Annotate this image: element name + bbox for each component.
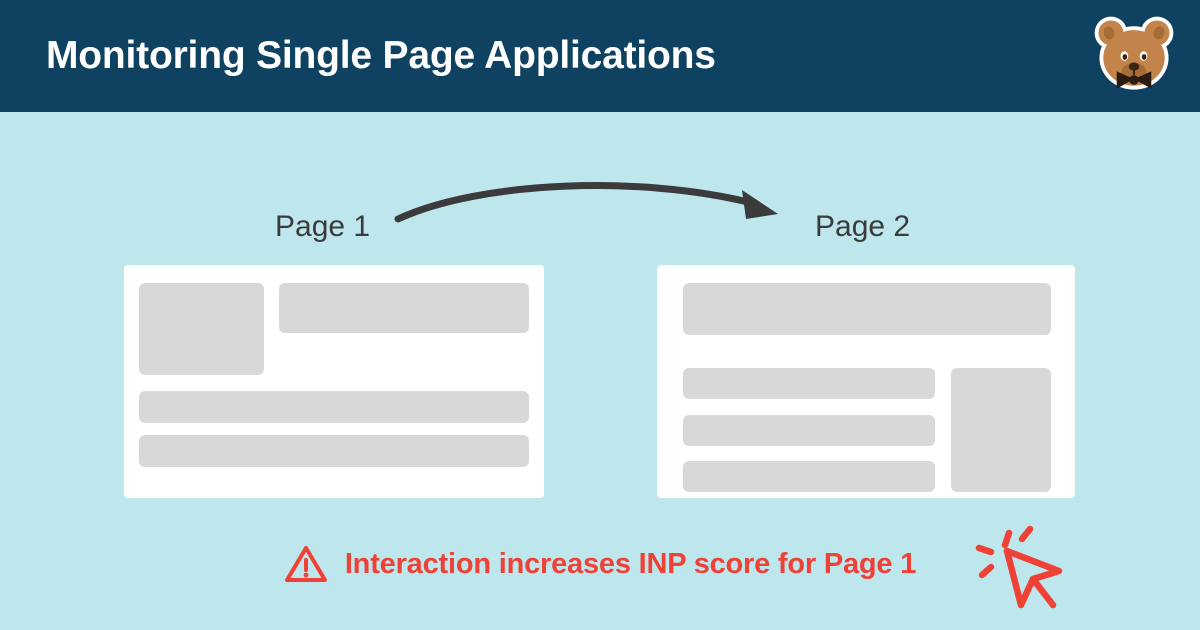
page-1-card[interactable]	[124, 265, 544, 498]
placeholder-row-1	[139, 391, 529, 423]
click-cursor-icon	[975, 525, 1063, 609]
placeholder-thumbnail	[139, 283, 264, 375]
placeholder-row-2	[683, 415, 935, 446]
page-1-label: Page 1	[275, 210, 371, 243]
diagram-stage: Page 1 Page 2	[0, 112, 1200, 630]
placeholder-headline	[683, 283, 1051, 335]
placeholder-row-2	[139, 435, 529, 467]
page-2-card[interactable]	[657, 265, 1075, 498]
placeholder-row-1	[683, 368, 935, 399]
warning-triangle-icon	[284, 546, 327, 582]
placeholder-headline	[279, 283, 529, 333]
warning-note: Interaction increases INP score for Page…	[0, 544, 1200, 584]
placeholder-sidebar-block	[951, 368, 1051, 492]
header-bar: Monitoring Single Page Applications	[0, 0, 1200, 112]
curved-arrow-right-icon	[394, 182, 778, 223]
page-title: Monitoring Single Page Applications	[46, 34, 716, 77]
page-2-label: Page 2	[815, 210, 911, 243]
bear-mascot-icon	[1094, 16, 1174, 90]
warning-note-text: Interaction increases INP score for Page…	[344, 547, 917, 580]
placeholder-row-3	[683, 461, 935, 492]
